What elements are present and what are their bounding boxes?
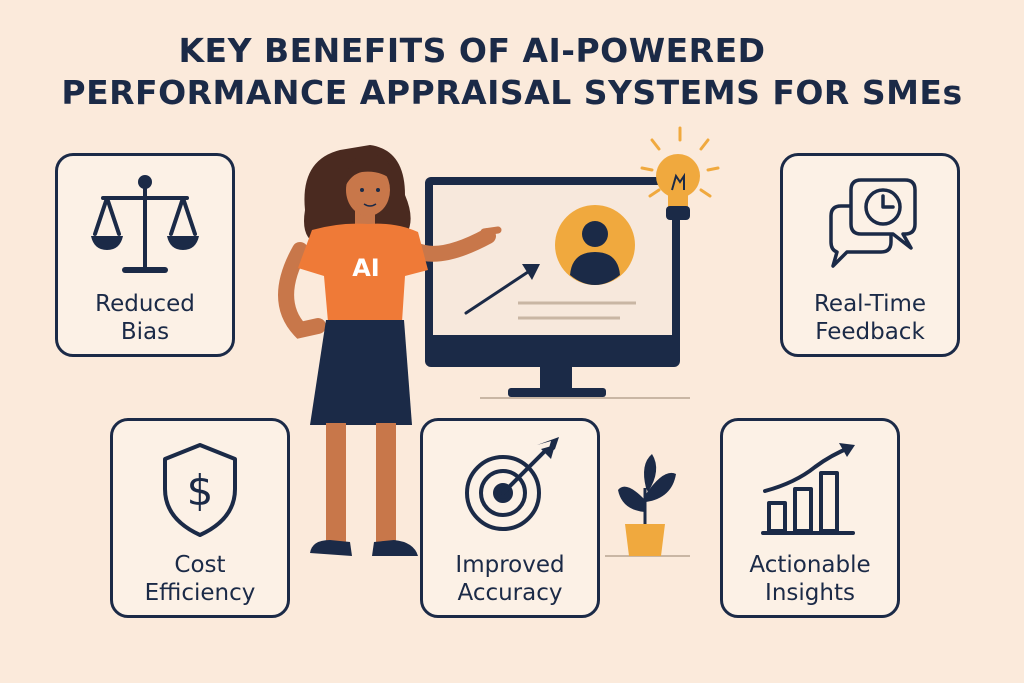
chat-clock-icon xyxy=(783,172,957,282)
card-real-time-feedback: Real-Time Feedback xyxy=(780,153,960,357)
growth-chart-icon xyxy=(723,439,897,539)
shield-dollar-icon: $ xyxy=(113,439,287,539)
benefit-label: Improved Accuracy xyxy=(455,552,565,606)
benefit-label: Cost Efficiency xyxy=(144,552,256,606)
scales-icon xyxy=(58,170,232,280)
card-reduced-bias: Reduced Bias xyxy=(55,153,235,357)
title-line-2: PERFORMANCE APPRAISAL SYSTEMS FOR SMEs xyxy=(61,73,963,112)
card-improved-accuracy: Improved Accuracy xyxy=(420,418,600,618)
woman-presenter-icon xyxy=(278,145,502,556)
card-cost-efficiency: $ Cost Efficiency xyxy=(110,418,290,618)
svg-text:$: $ xyxy=(187,466,214,515)
card-actionable-insights: Actionable Insights xyxy=(720,418,900,618)
page-title: KEY BENEFITS OF AI-POWERED PERFORMANCE A… xyxy=(0,30,1024,114)
monitor-icon xyxy=(425,177,690,399)
benefit-label: Reduced Bias xyxy=(95,291,195,345)
benefit-label: Actionable Insights xyxy=(749,552,871,606)
benefit-label: Real-Time Feedback xyxy=(813,291,927,345)
user-avatar-icon xyxy=(555,205,635,285)
shirt-text: AI xyxy=(352,254,380,282)
title-line-1: KEY BENEFITS OF AI-POWERED xyxy=(178,31,766,70)
lightbulb-icon xyxy=(640,126,720,230)
target-icon xyxy=(423,435,597,540)
potted-plant-icon xyxy=(605,454,690,557)
